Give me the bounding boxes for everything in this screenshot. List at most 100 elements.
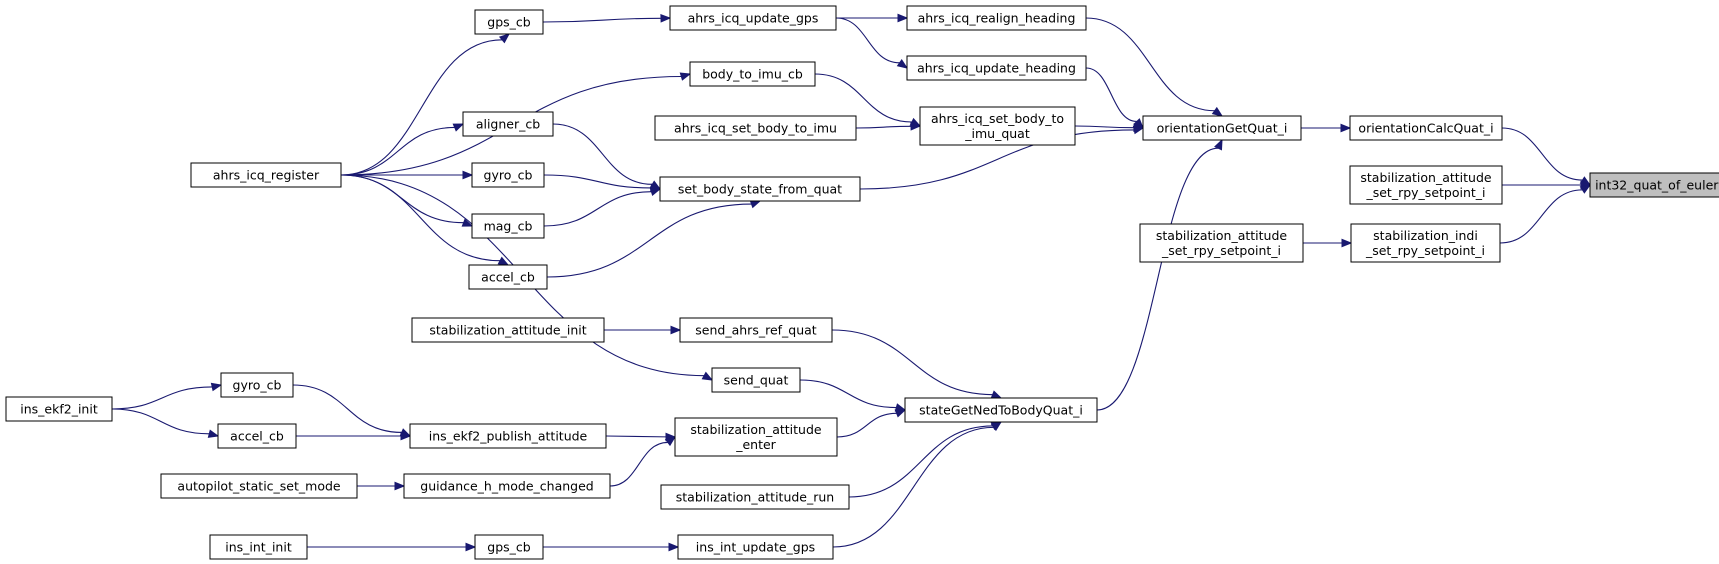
- node-ahrs-icq-set-body-to-imu-quat[interactable]: ahrs_icq_set_body_to_imu_quat: [919, 106, 1076, 146]
- node-ins-int-update-gps[interactable]: ins_int_update_gps: [677, 534, 834, 560]
- node-ins-ekf2-init[interactable]: ins_ekf2_init: [5, 396, 113, 422]
- node-orientationgetquat-i[interactable]: orientationGetQuat_i: [1142, 115, 1302, 141]
- arrowhead: [670, 325, 682, 335]
- arrowhead: [679, 72, 692, 81]
- node-stab-att-enter[interactable]: stabilization_attitude_enter: [674, 417, 838, 457]
- node-gps-cb-2[interactable]: gps_cb: [474, 534, 544, 560]
- arrowhead: [461, 218, 474, 227]
- node-box: [220, 372, 294, 398]
- node-ahrs-icq-update-heading[interactable]: ahrs_icq_update_heading: [906, 55, 1087, 81]
- node-box: [654, 115, 857, 141]
- node-guidance-h-mode-changed[interactable]: guidance_h_mode_changed: [403, 473, 611, 499]
- node-label: _set_rpy_setpoint_i: [1365, 185, 1485, 200]
- node-box: [1142, 115, 1302, 141]
- arrowhead: [210, 382, 223, 392]
- edge-stabilization-attitude-run-to-stategetnedtobodyquat-i: [848, 421, 1003, 498]
- node-label: body_to_imu_cb: [702, 67, 803, 82]
- node-stategetnedtobodyquat-i[interactable]: stateGetNedToBodyQuat_i: [904, 397, 1098, 423]
- arrowhead: [497, 256, 510, 266]
- edge-stabilization-attitude-init-to-send-ahrs-ref-quat: [604, 325, 682, 335]
- node-ahrs-icq-update-gps[interactable]: ahrs_icq_update_gps: [669, 5, 837, 31]
- arrowhead: [749, 200, 762, 209]
- node-label: ahrs_icq_set_body_to: [931, 111, 1064, 126]
- arrowhead: [894, 409, 907, 418]
- node-box: [711, 367, 801, 393]
- node-stab-att-set-rpy[interactable]: stabilization_attitude_set_rpy_setpoint_…: [1349, 165, 1503, 205]
- node-body-to-imu-cb[interactable]: body_to_imu_cb: [689, 61, 816, 87]
- node-accel-cb-2[interactable]: accel_cb: [217, 423, 297, 449]
- node-stabilization-attitude-init[interactable]: stabilization_attitude_init: [411, 317, 605, 343]
- node-box: [471, 162, 545, 188]
- node-ins-ekf2-publish-attitude[interactable]: ins_ekf2_publish_attitude: [409, 423, 607, 449]
- node-label: stabilization_attitude: [690, 422, 822, 437]
- edge-gps-cb-1-to-ahrs-icq-update-gps: [542, 13, 672, 23]
- node-box: [160, 473, 358, 499]
- edge-ahrs-icq-register-to-accel-cb-1: [340, 174, 510, 266]
- edge-orientationgetquat-i-to-orientationcalcquat-i: [1301, 123, 1352, 133]
- node-label: stabilization_attitude_init: [429, 323, 586, 338]
- node-stab-indi-set-rpy[interactable]: stabilization_indi_set_rpy_setpoint_i: [1350, 223, 1501, 263]
- node-box: [462, 111, 554, 137]
- node-autopilot-static-set-mode[interactable]: autopilot_static_set_mode: [160, 473, 358, 499]
- node-ahrs-icq-set-body-to-imu[interactable]: ahrs_icq_set_body_to_imu: [654, 115, 857, 141]
- arrowhead: [1579, 184, 1592, 194]
- node-stab-att-set-rpy-2[interactable]: stabilization_attitude_set_rpy_setpoint_…: [1139, 223, 1304, 263]
- edge-stategetnedtobodyquat-i-to-orientationgetquat-i: [1096, 138, 1223, 411]
- edge-gyro-cb-2-to-ins-ekf2-publish-attitude: [292, 384, 412, 437]
- node-label: gps_cb: [487, 15, 531, 30]
- node-label: _set_rpy_setpoint_i: [1365, 243, 1485, 258]
- node-mag-cb[interactable]: mag_cb: [471, 213, 545, 239]
- arrowhead: [990, 421, 1003, 432]
- node-aligner-cb[interactable]: aligner_cb: [462, 111, 554, 137]
- node-label: send_ahrs_ref_quat: [695, 323, 817, 338]
- arrowhead: [1341, 238, 1353, 248]
- node-label: ins_int_init: [225, 540, 292, 555]
- node-gps-cb-1[interactable]: gps_cb: [474, 9, 544, 35]
- arrowhead: [660, 13, 672, 23]
- node-box: [409, 423, 607, 449]
- arrowhead: [400, 431, 412, 441]
- edge-stab-att-set-rpy-to-root: [1502, 180, 1592, 190]
- node-box: [474, 9, 544, 35]
- node-send-quat[interactable]: send_quat: [711, 367, 801, 393]
- edge-orientationcalcquat-i-to-root: [1501, 127, 1592, 186]
- node-orientationcalcquat-i[interactable]: orientationCalcQuat_i: [1349, 115, 1503, 141]
- node-send-ahrs-ref-quat[interactable]: send_ahrs_ref_quat: [679, 317, 833, 343]
- arrowhead: [207, 429, 220, 438]
- node-label: orientationCalcQuat_i: [1358, 121, 1493, 136]
- edge-ins-int-update-gps-to-stategetnedtobodyquat-i: [832, 421, 1003, 548]
- node-label: stabilization_attitude: [1360, 170, 1492, 185]
- edge-ahrs-icq-register-to-gps-cb-1: [340, 33, 511, 176]
- arrowhead: [664, 436, 677, 447]
- arrowhead: [990, 390, 1003, 399]
- edge-ahrs-icq-realign-heading-to-orientationgetquat-i: [1085, 17, 1224, 117]
- node-stabilization-attitude-run[interactable]: stabilization_attitude_run: [660, 484, 850, 510]
- node-gyro-cb-1[interactable]: gyro_cb: [471, 162, 545, 188]
- node-ins-int-init[interactable]: ins_int_init: [209, 534, 308, 560]
- edge-ins-int-init-to-gps-cb-2: [307, 542, 477, 552]
- edge-set-body-state-from-quat-to-orientationgetquat-i: [859, 125, 1145, 190]
- node-gyro-cb-2[interactable]: gyro_cb: [220, 372, 294, 398]
- node-label: ahrs_icq_update_heading: [917, 61, 1076, 76]
- arrowhead: [1340, 123, 1352, 133]
- node-ahrs-icq-realign-heading[interactable]: ahrs_icq_realign_heading: [906, 5, 1087, 31]
- node-box: [919, 106, 1076, 146]
- arrowhead: [897, 13, 909, 23]
- edge-mag-cb-to-set-body-state-from-quat: [543, 187, 662, 227]
- node-box: [906, 55, 1087, 81]
- edge-stab-indi-set-rpy-to-root: [1499, 184, 1592, 244]
- node-box: [906, 5, 1087, 31]
- graph-edges: [111, 13, 1592, 552]
- edge-ahrs-icq-update-gps-to-ahrs-icq-realign-heading: [836, 13, 909, 23]
- node-set-body-state-from-quat[interactable]: set_body_state_from_quat: [659, 176, 861, 202]
- node-accel-cb-1[interactable]: accel_cb: [468, 264, 548, 290]
- arrowhead: [462, 170, 474, 180]
- edge-stab-att-set-rpy-2-to-stab-indi-set-rpy: [1303, 238, 1353, 248]
- node-box: [468, 264, 548, 290]
- arrowhead: [896, 58, 909, 69]
- node-root[interactable]: int32_quat_of_eulers: [1589, 172, 1719, 198]
- node-ahrs-icq-register[interactable]: ahrs_icq_register: [190, 162, 342, 188]
- edge-stab-att-enter-to-stategetnedtobodyquat-i: [836, 409, 907, 438]
- node-box: [411, 317, 605, 343]
